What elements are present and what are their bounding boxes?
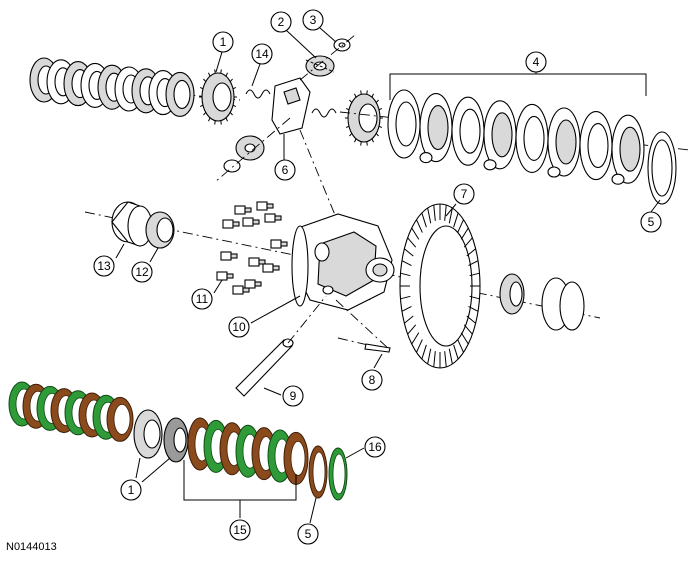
svg-text:12: 12 [135,265,149,279]
svg-text:8: 8 [369,373,376,387]
callout-6: 6 [274,159,296,181]
svg-text:3: 3 [310,13,317,27]
callouts: 1 2 3 4 5 6 7 8 9 10 11 12 13 14 1 15 5 … [93,9,662,545]
clutch-disc [483,100,517,171]
callout-1-bottom: 1 [120,479,142,501]
top-side-gear-left [199,69,237,125]
clutch-disc [165,71,195,117]
callout-15: 15 [229,519,251,541]
svg-text:13: 13 [97,259,111,273]
callout-11: 11 [191,288,213,310]
clutch-disc [515,103,549,173]
pinion-gear-lower [214,117,291,183]
callout-leader-lines [115,27,661,524]
bolt [222,219,240,229]
callout-7: 7 [453,183,475,205]
callout-8: 8 [361,369,383,391]
bolt [256,201,274,211]
bolt [262,263,280,273]
bottom-clutch-pack-left [8,381,134,442]
thrust-washer-3 [299,34,356,81]
shim-5-bottom [308,445,328,499]
callout-1-top: 1 [212,31,234,53]
callout-5-top: 5 [640,211,662,233]
callout-16: 16 [364,436,386,458]
bolt [242,217,260,227]
bearing-cone-12 [145,211,175,249]
figure-reference-code: N0144013 [6,541,57,553]
svg-text:11: 11 [196,292,209,306]
differential-case-10 [291,213,395,311]
ring-gear-7 [399,203,481,369]
top-left-clutch-pack [29,57,241,117]
top-right-clutch-pack [339,89,688,185]
bolt [234,205,252,215]
bearing-cup-13 [111,201,153,247]
ring-gear-bolts-11 [216,201,288,295]
friction-plate-16 [328,447,348,501]
bearing-cone-right [499,273,525,315]
svg-text:16: 16 [368,440,382,454]
svg-text:4: 4 [533,55,540,69]
bearing-cup-right [541,277,585,331]
svg-text:6: 6 [282,163,289,177]
callout-4: 4 [525,51,547,73]
top-side-gear-right [345,90,383,146]
clutch-disc [419,93,453,164]
bolt [220,251,238,261]
clutch-disc [451,96,485,166]
clutch-disc [611,114,645,185]
callout-13: 13 [93,255,115,277]
callout-10: 10 [228,316,250,338]
shim-5-top [647,131,677,205]
lock-bolt-8 [335,299,391,353]
callout-2: 2 [270,11,292,33]
steel-plate [106,396,134,442]
bottom-side-gear [133,409,189,463]
svg-text:5: 5 [648,215,655,229]
callout-5-bottom: 5 [297,523,319,545]
svg-text:9: 9 [290,389,297,403]
svg-text:14: 14 [255,47,269,61]
bolt [216,271,234,281]
clutch-disc [547,107,581,178]
clutch-disc [387,89,421,159]
svg-text:5: 5 [305,527,312,541]
svg-text:7: 7 [461,187,468,201]
svg-text:1: 1 [220,35,227,49]
svg-text:10: 10 [232,320,246,334]
bolt [264,213,282,223]
bolt [244,279,262,289]
callout-12: 12 [131,261,153,283]
svg-text:1: 1 [128,483,135,497]
callout-14: 14 [251,43,273,65]
clutch-disc [579,111,613,181]
pinion-gear-2 [305,55,335,77]
svg-text:2: 2 [278,15,285,29]
callout-3: 3 [302,9,324,31]
spring-14 [245,89,337,118]
bolt [248,257,266,267]
pinion-shaft-9 [235,295,327,397]
bottom-clutch-pack-right [187,417,348,501]
svg-text:15: 15 [233,523,247,537]
spring-plate-6 [271,77,311,135]
bolt [270,239,288,249]
callout-9: 9 [282,385,304,407]
